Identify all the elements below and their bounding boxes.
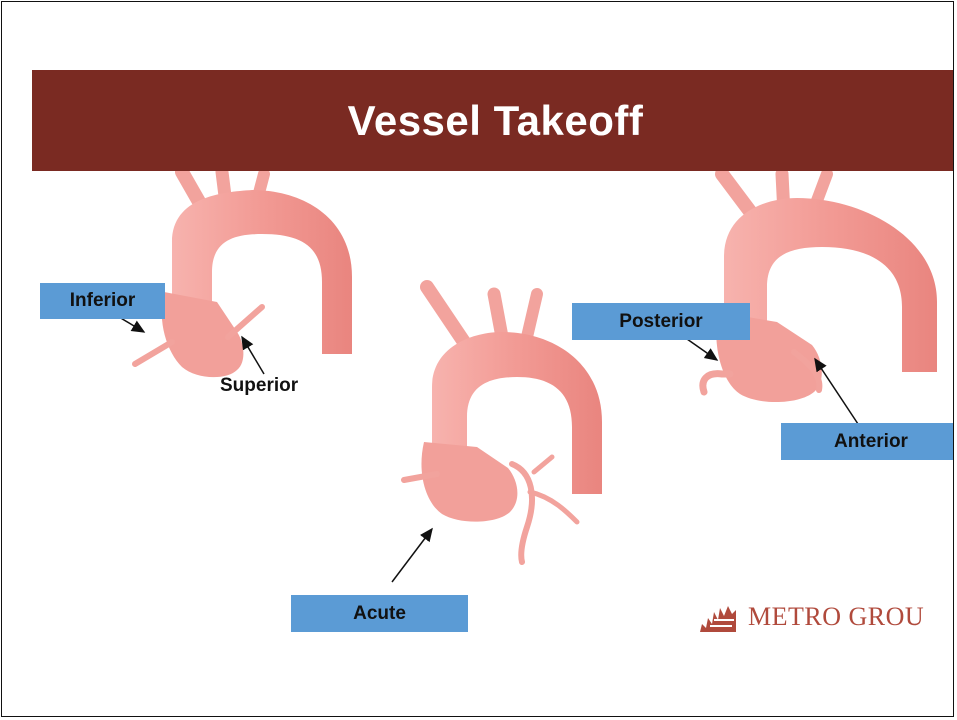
label-inferior: Inferior	[40, 283, 165, 319]
metro-group-logo: METRO GROU	[692, 600, 924, 632]
label-posterior: Posterior	[572, 303, 750, 340]
arrow-icon	[687, 339, 717, 360]
arrow-icon	[815, 359, 862, 430]
label-anterior: Anterior	[781, 423, 954, 460]
label-acute: Acute	[291, 595, 468, 632]
metro-group-logo-icon	[692, 600, 736, 632]
title-bar: Vessel Takeoff	[32, 70, 954, 171]
label-superior: Superior	[220, 375, 298, 397]
arrow-icon	[242, 337, 264, 374]
arrow-icon	[392, 529, 432, 582]
slide: Vessel Takeoff Inferior Superior Posteri…	[32, 2, 954, 632]
aorta-illustration-left	[135, 172, 352, 377]
aorta-illustration-right	[703, 174, 937, 402]
slide-title: Vessel Takeoff	[32, 70, 954, 171]
logo-text: METRO GROU	[748, 602, 924, 632]
